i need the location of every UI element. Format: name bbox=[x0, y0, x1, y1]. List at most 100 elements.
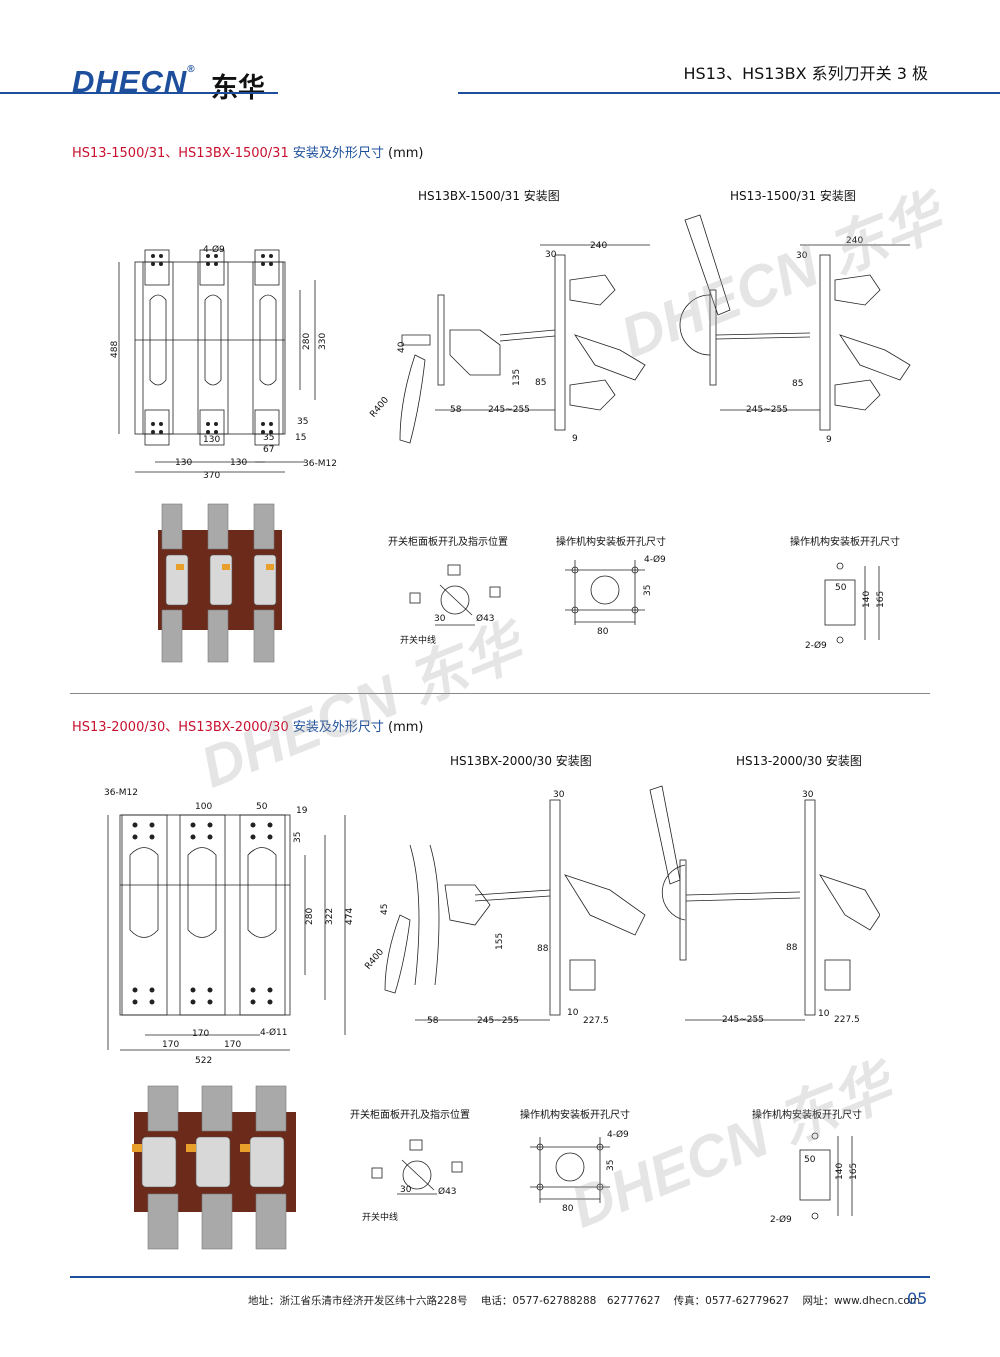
s1-bx-side-drawing: 30 240 40 135 85 58 245~255 R400 9 bbox=[368, 241, 650, 444]
s1-dim-130c: 130 bbox=[230, 458, 247, 468]
section2-title: HS13-2000/30、HS13BX-2000/30 安装及外形尺寸 (mm) bbox=[72, 720, 424, 735]
s2-mech1-dim-80: 80 bbox=[562, 1204, 574, 1214]
s1-switch-centerline: 开关中线 bbox=[400, 634, 436, 646]
s1-bx-dim-r400: R400 bbox=[368, 395, 391, 420]
footer-phone: 电话：0577-62788288 62777627 bbox=[480, 1295, 661, 1307]
s1-mech1-dim-80: 80 bbox=[597, 627, 609, 637]
s1-bx-dim-9: 9 bbox=[572, 434, 578, 444]
s1-std-dim-range: 245~255 bbox=[746, 405, 788, 415]
section-divider bbox=[70, 693, 930, 694]
brand-logo: DHECN® bbox=[72, 64, 196, 99]
s1-mech-plate-drawing-2: 50 140 165 2-Ø9 bbox=[805, 562, 886, 651]
section1-title: HS13-1500/31、HS13BX-1500/31 安装及外形尺寸 (mm) bbox=[72, 146, 424, 161]
s1-std-dim-30: 30 bbox=[796, 251, 808, 261]
s1-std-dim-240: 240 bbox=[846, 236, 863, 246]
s2-dim-19: 19 bbox=[296, 806, 308, 816]
header-rule-gap bbox=[278, 86, 458, 98]
s1-product-photo bbox=[158, 503, 282, 663]
s1-std-side-drawing: 30 240 85 245~255 9 bbox=[679, 214, 911, 445]
s2-bx-dim-45: 45 bbox=[380, 904, 390, 915]
s2-dim-bolts: 36-M12 bbox=[104, 788, 138, 798]
s2-dim-100: 100 bbox=[195, 802, 212, 812]
s2-dim-170a: 170 bbox=[192, 1029, 209, 1039]
s2-panel-hole-drawing: 30 Ø43 开关中线 bbox=[362, 1139, 463, 1223]
s1-bx-dim-30: 30 bbox=[545, 250, 557, 260]
s1-dim-280: 280 bbox=[302, 333, 312, 350]
s2-dim-holes: 4-Ø11 bbox=[260, 1027, 288, 1038]
s1-mech2-dim-50: 50 bbox=[835, 583, 847, 593]
s1-panel-dim-30: 30 bbox=[434, 614, 446, 624]
s2-panel-hole-title: 开关柜面板开孔及指示位置 bbox=[350, 1110, 470, 1121]
s2-dim-35: 35 bbox=[293, 832, 303, 843]
page-header-title: HS13、HS13BX 系列刀开关 3 极 bbox=[683, 64, 928, 83]
s2-bx-diagram-title: HS13BX-2000/30 安装图 bbox=[450, 754, 592, 768]
s2-std-side-drawing: 30 88 245~255 10 227.5 bbox=[649, 785, 880, 1025]
s2-bx-dim-r400: R400 bbox=[363, 947, 386, 972]
s1-dim-35b: 35 bbox=[263, 433, 274, 443]
s2-dim-322: 322 bbox=[325, 908, 335, 925]
s1-std-dim-9: 9 bbox=[826, 435, 832, 445]
s2-mech2-dim-holes: 2-Ø9 bbox=[770, 1214, 792, 1225]
s2-product-photo bbox=[132, 1085, 296, 1250]
s2-mech1-dim-holes: 4-Ø9 bbox=[607, 1129, 629, 1140]
s2-bx-dim-227: 227.5 bbox=[583, 1016, 609, 1026]
s1-mech1-dim-holes: 4-Ø9 bbox=[644, 554, 666, 565]
s1-bx-diagram-title: HS13BX-1500/31 安装图 bbox=[418, 189, 560, 203]
s2-std-dim-88: 88 bbox=[786, 943, 798, 953]
page-number: 05 bbox=[907, 1289, 928, 1308]
footer-web[interactable]: 网址：www.dhecn.com bbox=[802, 1295, 921, 1307]
s1-dim-15: 15 bbox=[295, 433, 306, 443]
s1-dim-hole: 4-Ø9 bbox=[203, 244, 225, 255]
s1-panel-hole-drawing: 30 Ø43 开关中线 bbox=[400, 564, 501, 646]
s1-dim-370: 370 bbox=[203, 471, 220, 481]
s1-bx-dim-range: 245~255 bbox=[488, 405, 530, 415]
s1-std-dim-85: 85 bbox=[792, 379, 803, 389]
s1-mech1-dim-35: 35 bbox=[643, 585, 653, 596]
s2-bx-dim-10: 10 bbox=[567, 1008, 579, 1018]
s1-dim-35a: 35 bbox=[297, 417, 308, 427]
s2-mech2-dim-50: 50 bbox=[804, 1155, 816, 1165]
s2-dim-474: 474 bbox=[345, 908, 355, 925]
s2-std-dim-227: 227.5 bbox=[834, 1015, 860, 1025]
s2-mech2-dim-165: 165 bbox=[849, 1163, 859, 1180]
footer-fax: 传真：0577-62779627 bbox=[673, 1295, 790, 1307]
s2-panel-dim-30: 30 bbox=[400, 1185, 412, 1195]
s2-front-view-drawing: 36-M12 100 50 19 35 280 322 474 170 170 … bbox=[104, 788, 355, 1066]
s1-dim-67: 67 bbox=[263, 445, 274, 455]
s1-bx-dim-40: 40 bbox=[397, 341, 407, 353]
s1-dim-130b: 130 bbox=[175, 458, 192, 468]
s1-bx-dim-85: 85 bbox=[535, 378, 546, 388]
s2-mech2-dim-140: 140 bbox=[835, 1163, 845, 1180]
s2-mech-plate-drawing-1: 4-Ø9 35 80 bbox=[530, 1129, 629, 1214]
s1-bx-dim-240: 240 bbox=[590, 241, 607, 251]
s2-dim-522: 522 bbox=[195, 1056, 212, 1066]
s2-mech-plate-title-2: 操作机构安装板开孔尺寸 bbox=[752, 1110, 862, 1121]
s2-bx-dim-155: 155 bbox=[495, 933, 505, 950]
s1-bx-dim-135: 135 bbox=[512, 369, 522, 386]
s2-bx-side-drawing: 30 45 155 88 58 245~255 10 227.5 R400 bbox=[363, 790, 646, 1026]
s2-switch-centerline: 开关中线 bbox=[362, 1211, 398, 1223]
s2-std-diagram-title: HS13-2000/30 安装图 bbox=[736, 754, 862, 768]
footer-address: 地址：浙江省乐清市经济开发区纬十六路228号 bbox=[248, 1295, 468, 1307]
s1-dim-488: 488 bbox=[110, 341, 120, 358]
header-rule bbox=[0, 92, 1000, 94]
s2-std-dim-10: 10 bbox=[818, 1009, 830, 1019]
s1-dim-bolts: 36-M12 bbox=[303, 459, 337, 469]
s2-panel-dim-43: Ø43 bbox=[438, 1186, 457, 1197]
s1-mech2-dim-165: 165 bbox=[876, 591, 886, 608]
s2-mech1-dim-35: 35 bbox=[606, 1160, 616, 1171]
s2-mech-plate-drawing-2: 50 140 165 2-Ø9 bbox=[770, 1132, 859, 1225]
s2-dim-170c: 170 bbox=[224, 1040, 241, 1050]
s2-bx-dim-88: 88 bbox=[537, 944, 549, 954]
s1-mech2-dim-holes: 2-Ø9 bbox=[805, 640, 827, 651]
s1-front-view-drawing: 4-Ø9 488 280 330 35 35 15 67 130 130 130… bbox=[110, 244, 337, 481]
s2-std-dim-30: 30 bbox=[802, 790, 814, 800]
s1-mech-plate-title-2: 操作机构安装板开孔尺寸 bbox=[790, 537, 900, 548]
footer-rule bbox=[70, 1276, 930, 1278]
s2-bx-dim-58: 58 bbox=[427, 1016, 439, 1026]
s1-dim-330: 330 bbox=[318, 333, 328, 350]
s2-dim-50: 50 bbox=[256, 802, 268, 812]
s1-mech2-dim-140: 140 bbox=[862, 591, 872, 608]
s1-mech-plate-title-1: 操作机构安装板开孔尺寸 bbox=[556, 537, 666, 548]
s1-bx-dim-58: 58 bbox=[450, 405, 462, 415]
